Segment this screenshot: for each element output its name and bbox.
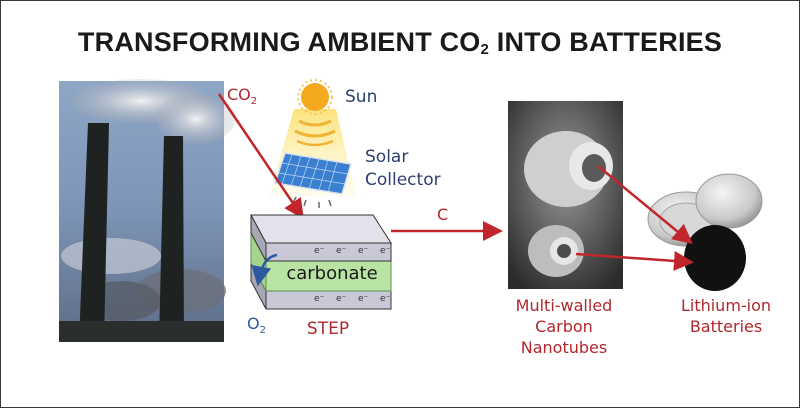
electron-glyph: e⁻ [380,246,391,256]
co2-arrow [217,93,304,220]
solar-collector-label: Solar Collector [365,147,441,190]
smokestack-left [79,123,109,341]
smokestacks-photo [59,79,236,342]
carbon-label: C [437,205,449,224]
electron-glyph: e⁻ [314,294,325,304]
electron-glyph: e⁻ [336,294,347,304]
electron-glyph: e⁻ [380,294,391,304]
electron-glyph: e⁻ [358,246,369,256]
electron-glyph: e⁻ [358,294,369,304]
carbonate-label: carbonate [286,263,378,284]
diagram-title: TRANSFORMING AMBIENT CO2 INTO BATTERIES [77,27,723,58]
coin-cell-batteries-photo [647,173,763,291]
nanotube-to-battery-arrow-lower [575,250,694,271]
step-cell [250,214,392,310]
sun-label: Sun [345,87,378,107]
o2-arrow [251,253,278,287]
nanotubes-label: Multi-walled Carbon Nanotubes [515,296,613,357]
sun-icon [294,79,336,147]
co2-label: CO2 [227,85,258,108]
smokestack-right [159,136,184,341]
step-label: STEP [306,319,350,339]
o2-label: O2 [247,314,266,337]
sem-nanotubes-photo [508,101,623,289]
electron-glyph: e⁻ [314,246,325,256]
electron-glyph: e⁻ [336,246,347,256]
batteries-label: Lithium-ion Batteries [680,296,772,336]
nanotube-to-battery-arrow-upper [597,165,693,245]
